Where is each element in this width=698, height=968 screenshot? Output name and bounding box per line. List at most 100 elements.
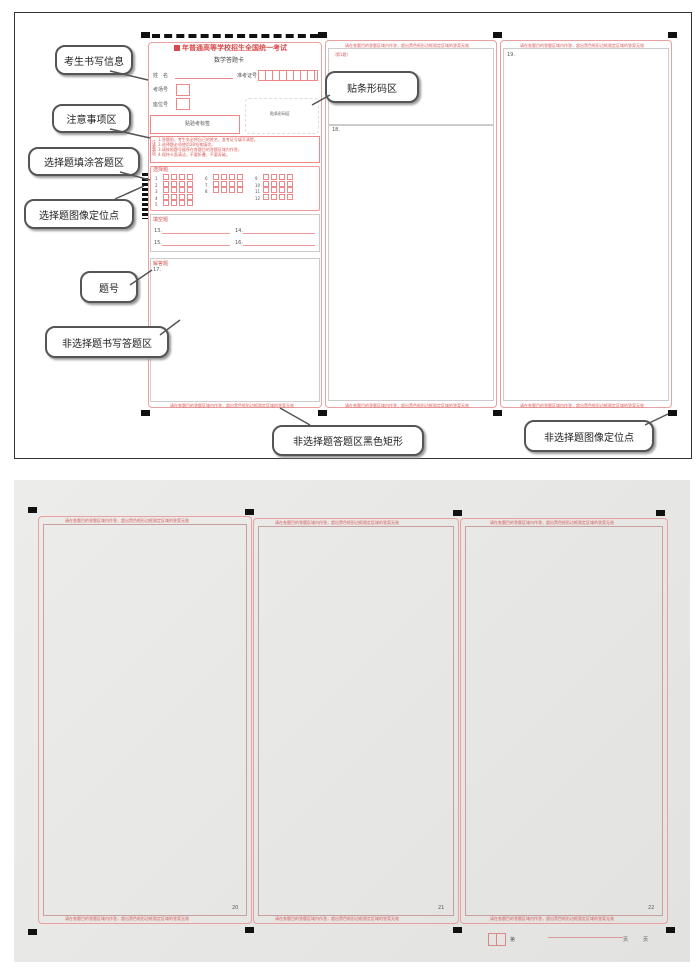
choice-bubble[interactable]: [187, 193, 193, 200]
choice-bubble[interactable]: [279, 193, 285, 200]
choice-bubble[interactable]: [163, 200, 169, 206]
choice-bubble[interactable]: [179, 174, 185, 180]
choice-bubble[interactable]: [213, 180, 219, 187]
photo-header: 请在各题目的答题区域内作答，超出黑色矩形边框限定区域的答案无效: [490, 520, 614, 525]
choice-bubble[interactable]: [263, 187, 269, 193]
choice-bubble[interactable]: [263, 180, 269, 187]
choice-bubble[interactable]: [237, 187, 243, 193]
choice-bubble[interactable]: [171, 180, 177, 187]
answer-line[interactable]: [243, 233, 315, 234]
page-num: 22: [648, 905, 655, 911]
choice-row[interactable]: 7: [205, 180, 245, 188]
choice-bubble[interactable]: [287, 174, 293, 180]
choice-bubble[interactable]: [221, 174, 227, 180]
q18: 18.: [332, 127, 340, 133]
mid-answer-bottom[interactable]: [328, 124, 494, 401]
choice-bubble[interactable]: [263, 193, 269, 200]
choice-bubble[interactable]: [163, 187, 169, 193]
choice-bubble[interactable]: [213, 187, 219, 193]
right-answer[interactable]: [503, 48, 669, 401]
choice-row[interactable]: 5: [155, 200, 195, 207]
choice-row[interactable]: 2: [155, 180, 195, 188]
choice-bubble[interactable]: [287, 193, 293, 200]
anchor-mark: [493, 32, 502, 38]
anchor-mark: [453, 510, 462, 516]
choice-row[interactable]: 4: [155, 193, 195, 201]
sticker-label: 贴验考标签: [185, 121, 211, 127]
choice-bubble[interactable]: [179, 187, 185, 193]
choice-bubble[interactable]: [279, 174, 285, 180]
choice-bubble[interactable]: [187, 180, 193, 187]
choice-bubble[interactable]: [279, 187, 285, 193]
choice-bubble[interactable]: [271, 174, 277, 180]
choice-bubble[interactable]: [237, 174, 243, 180]
choice-row[interactable]: 12: [255, 193, 295, 201]
exam-room-boxes[interactable]: [176, 84, 190, 96]
exam-title: 年普通高等学校招生全国统一考试: [182, 44, 287, 52]
choice-bubble[interactable]: [187, 174, 193, 180]
q15: 15.: [154, 240, 162, 246]
choice-bubble[interactable]: [171, 187, 177, 193]
fill-box: [150, 214, 320, 252]
photo-answer-2[interactable]: [258, 526, 454, 916]
notice-box: [150, 136, 320, 163]
choice-bubble[interactable]: [237, 180, 243, 187]
photo-footer: 请在各题目的答题区域内作答，超出黑色矩形边框限定区域的答案无效: [490, 916, 614, 921]
footer-label: 页: [643, 937, 649, 943]
barcode-box: [245, 98, 319, 134]
choice-bubble[interactable]: [179, 180, 185, 187]
choice-bubble[interactable]: [229, 174, 235, 180]
ticket-label: 准考证号: [237, 73, 258, 79]
choice-bubble[interactable]: [271, 187, 277, 193]
choice-row[interactable]: 1: [155, 174, 195, 181]
choice-box[interactable]: [150, 166, 320, 211]
choice-row[interactable]: 6: [205, 174, 245, 181]
choice-bubble[interactable]: [263, 174, 269, 180]
choice-bubble[interactable]: [271, 193, 277, 200]
choice-bubble[interactable]: [187, 187, 193, 193]
choice-bubble[interactable]: [221, 180, 227, 187]
answer-line[interactable]: [162, 245, 230, 246]
choice-number: 7: [205, 182, 208, 188]
sheet-subtitle: 数学答题卡: [214, 57, 245, 64]
seat-boxes[interactable]: [176, 98, 190, 110]
answer-line[interactable]: [243, 245, 315, 246]
panel-footer: 请在各题目的答题区域内作答，超出黑色矩形边框限定区域的答案无效: [520, 403, 644, 408]
answer-line[interactable]: [162, 233, 230, 234]
choice-row[interactable]: 9: [255, 174, 295, 181]
choice-bubble[interactable]: [163, 180, 169, 187]
choice-bubble[interactable]: [171, 193, 177, 200]
choice-bubble[interactable]: [221, 187, 227, 193]
choice-bubble[interactable]: [187, 200, 193, 206]
choice-bubble[interactable]: [171, 174, 177, 180]
choice-bubble[interactable]: [279, 180, 285, 187]
choice-bubble[interactable]: [229, 187, 235, 193]
choice-bubble[interactable]: [179, 193, 185, 200]
choice-bubble[interactable]: [287, 187, 293, 193]
choice-number: 1: [155, 176, 158, 181]
choice-bubble[interactable]: [179, 200, 185, 206]
choice-bubble[interactable]: [287, 180, 293, 187]
choice-bubble[interactable]: [271, 180, 277, 187]
choice-number: 2: [155, 182, 158, 188]
choice-row[interactable]: 11: [255, 187, 295, 194]
choice-anchor-marks: [142, 173, 148, 219]
choice-bubble[interactable]: [171, 200, 177, 206]
choice-bubble[interactable]: [163, 193, 169, 200]
ticket-boxes[interactable]: [258, 70, 318, 81]
photo-answer-1[interactable]: [43, 524, 247, 916]
choice-bubble[interactable]: [163, 174, 169, 180]
callout-question-no: 题号: [80, 271, 138, 303]
name-field[interactable]: [175, 78, 233, 79]
photo-column-2: [253, 518, 459, 924]
choice-row[interactable]: 8: [205, 187, 245, 194]
photo-column-3: [460, 518, 668, 924]
choice-bubble[interactable]: [229, 180, 235, 187]
choice-bubble[interactable]: [213, 174, 219, 180]
callout-notice: 注意事项区: [52, 104, 131, 133]
choice-row[interactable]: 10: [255, 180, 295, 188]
choice-row[interactable]: 3: [155, 187, 195, 194]
choice-title: 选择题: [153, 167, 169, 173]
photo-answer-3[interactable]: [465, 526, 663, 916]
